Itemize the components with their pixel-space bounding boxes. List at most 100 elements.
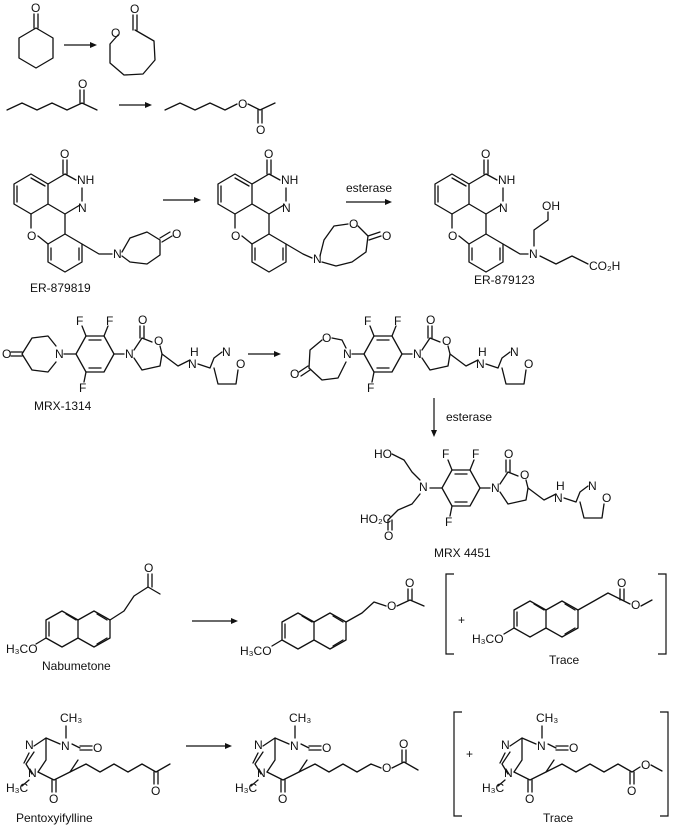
plus-sign: + [458, 613, 465, 627]
svg-text:O: O [382, 229, 391, 243]
svg-text:O: O [524, 357, 533, 371]
svg-text:O: O [111, 26, 120, 40]
svg-text:N: N [78, 201, 87, 215]
svg-text:HO: HO [374, 447, 392, 461]
svg-text:F: F [472, 447, 479, 461]
nabumetone-structure: H₃CO O [6, 561, 161, 656]
esterase-arrow: esterase [431, 398, 492, 437]
pentoxyifylline-product-structure: CH₃ N N N H₃C O O O O [235, 711, 419, 806]
nabumetone-product-structure: H₃CO O O [240, 576, 425, 658]
er-879819-structure: O NH N O N O [13, 147, 181, 273]
svg-text:NH: NH [77, 173, 94, 187]
svg-text:N: N [222, 345, 231, 359]
svg-text:O: O [384, 529, 393, 543]
heptanone-structure: O [6, 77, 98, 111]
mrx-4451-structure: HO N HO₂C O F F F N O O H N N O [360, 447, 611, 543]
bracket-left [445, 573, 454, 655]
svg-text:N: N [537, 739, 546, 753]
pentoxyifylline-label: Pentoxyifylline [16, 811, 93, 825]
svg-text:N: N [125, 347, 134, 361]
svg-text:O: O [322, 741, 331, 755]
svg-text:O: O [382, 761, 391, 775]
svg-text:O: O [49, 792, 58, 806]
trace-label-2: Trace [543, 811, 574, 825]
svg-text:O: O [405, 576, 414, 590]
svg-text:O: O [93, 741, 102, 755]
svg-text:O: O [617, 576, 626, 590]
svg-text:O: O [627, 784, 636, 798]
svg-text:O: O [641, 758, 650, 772]
bracket-right [660, 711, 669, 817]
svg-text:F: F [367, 381, 374, 395]
svg-text:CH₃: CH₃ [60, 711, 82, 725]
svg-text:O: O [172, 227, 181, 241]
svg-text:N: N [188, 357, 197, 371]
svg-text:H: H [190, 345, 199, 359]
er-lactone-structure: O NH N O N O O [217, 147, 391, 273]
svg-text:O: O [631, 598, 640, 612]
svg-text:O: O [442, 334, 451, 348]
reaction-arrow [163, 197, 201, 203]
mrx-1314-structure: O N F F F N O O H N N O [2, 313, 245, 395]
svg-text:O: O [481, 147, 490, 161]
svg-text:O: O [349, 217, 358, 231]
svg-text:O: O [236, 357, 245, 371]
svg-text:N: N [529, 247, 538, 261]
svg-text:O: O [256, 123, 265, 137]
mrx-lactone-structure: O O N F F F N O O H N N O [290, 313, 533, 395]
svg-text:O: O [238, 97, 247, 111]
nabumetone-label: Nabumetone [42, 659, 111, 673]
svg-text:H₃CO: H₃CO [240, 644, 272, 658]
svg-text:O: O [290, 367, 299, 381]
er-879123-structure: O NH N O N OH CO₂H [434, 147, 620, 273]
svg-text:O: O [151, 784, 160, 798]
svg-text:esterase: esterase [446, 410, 492, 424]
svg-text:N: N [113, 247, 122, 261]
svg-text:N: N [499, 201, 508, 215]
svg-text:H: H [478, 345, 487, 359]
svg-text:O: O [144, 561, 153, 575]
svg-text:esterase: esterase [346, 181, 392, 195]
mrx-1314-label: MRX-1314 [34, 399, 92, 413]
svg-text:N: N [588, 479, 597, 493]
svg-text:N: N [55, 347, 64, 361]
svg-text:H: H [556, 479, 565, 493]
svg-text:F: F [79, 381, 86, 395]
bracket-right [658, 573, 667, 655]
svg-text:O: O [278, 792, 287, 806]
svg-text:N: N [290, 739, 299, 753]
svg-text:N: N [419, 480, 428, 494]
svg-text:N: N [476, 357, 485, 371]
svg-text:O: O [130, 2, 139, 16]
svg-text:N: N [491, 481, 500, 495]
svg-text:N: N [254, 738, 263, 752]
svg-text:F: F [442, 447, 449, 461]
svg-text:N: N [343, 347, 352, 361]
er-879123-label: ER-879123 [474, 273, 535, 287]
pentoxyifylline-trace-structure: CH₃ N N N H₃C O O O O [482, 711, 663, 806]
svg-text:O: O [60, 147, 69, 161]
svg-text:O: O [520, 468, 529, 482]
svg-text:O: O [322, 331, 331, 345]
svg-text:NH: NH [498, 173, 515, 187]
svg-text:O: O [31, 1, 40, 15]
pentoxyifylline-structure: CH₃ N N N H₃C O O O [6, 711, 171, 806]
svg-text:O: O [231, 229, 240, 243]
er-879819-label: ER-879819 [30, 281, 91, 295]
svg-text:CH₃: CH₃ [536, 711, 558, 725]
svg-text:CO₂H: CO₂H [589, 259, 620, 273]
svg-text:F: F [76, 314, 83, 328]
svg-text:N: N [510, 345, 519, 359]
svg-text:F: F [106, 314, 113, 328]
svg-text:N: N [413, 347, 422, 361]
svg-text:N: N [257, 766, 266, 780]
plus-sign: + [466, 747, 473, 761]
svg-text:O: O [504, 447, 513, 461]
svg-text:N: N [28, 766, 37, 780]
bracket-left [453, 711, 462, 817]
svg-text:NH: NH [281, 173, 298, 187]
svg-text:O: O [569, 741, 578, 755]
svg-text:H₃CO: H₃CO [472, 632, 504, 646]
svg-text:O: O [602, 491, 611, 505]
reaction-arrow [64, 42, 97, 48]
